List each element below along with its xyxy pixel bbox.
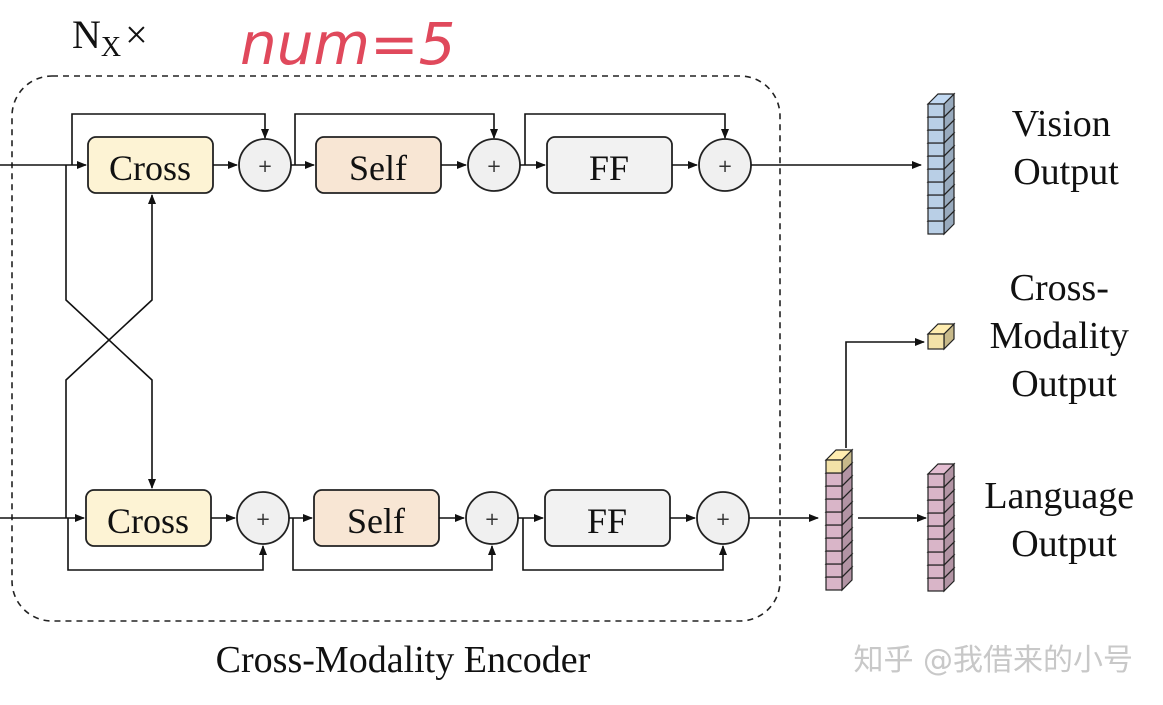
nx-label: NX× [72,12,148,63]
bottom-ff-label: FF [587,501,627,541]
top-cross-label: Cross [109,148,191,188]
bottom-add-1-sign: + [255,509,270,530]
bottom-cross-label: Cross [107,501,189,541]
encoder-language-stack [824,448,854,592]
vision-output-label: Vision Output [1012,103,1121,193]
top-add-1-sign: + [257,156,272,177]
watermark: 知乎 @我借来的小号 [853,643,1133,678]
bottom-self-label: Self [347,501,405,541]
encoder-boundary [11,75,781,622]
encoder-language-feature-cell-1 [824,448,854,475]
cls-output-arrow [845,338,925,448]
top-ff-label: FF [589,148,629,188]
vision-feature-stack [926,92,956,236]
top-self-label: Self [349,148,407,188]
cls-feature-cube [926,322,956,351]
encoder-caption: Cross-Modality Encoder [216,639,591,681]
language-feature-cell-1 [926,462,956,489]
cross-modality-output-label: Cross- Modality Output [990,267,1139,405]
cross-connections [65,165,156,518]
bottom-add-2-sign: + [484,509,499,530]
top-add-2-sign: + [486,156,501,177]
bottom-add-3-sign: + [715,509,730,530]
top-row: Cross + Self + FF + [0,113,922,194]
cls-feature [926,322,956,351]
handwritten-note: num=5 [240,10,456,78]
top-add-3-sign: + [717,156,732,177]
vision-feature-cell-1 [926,92,956,119]
language-feature-stack [926,462,956,593]
bottom-row: Cross + Self + FF + [0,489,819,571]
language-output-label: Language Output [984,475,1143,565]
